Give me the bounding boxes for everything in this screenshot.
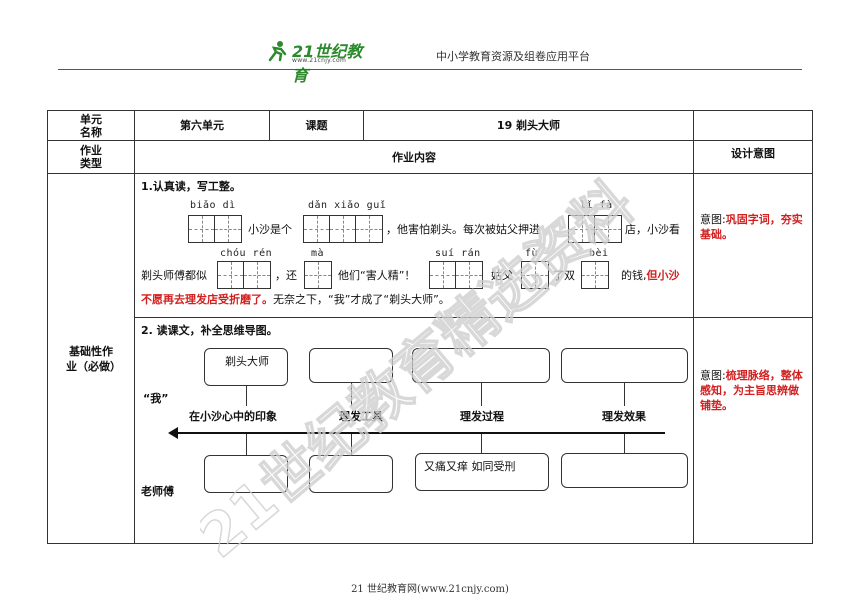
axis-label-tools: 理发工具 (339, 410, 383, 423)
type-label: 作业类型 (47, 140, 135, 174)
q1-intent: 意图:巩固字词，夯实基础。 (700, 213, 803, 241)
map-box-me-tools[interactable] (309, 348, 393, 383)
connector (481, 383, 482, 406)
pinyin-bei: bèi (589, 248, 609, 259)
connector (481, 434, 482, 455)
q1-text-7: 姑父 (491, 269, 513, 282)
axis-label-impression: 在小沙心中的印象 (189, 410, 277, 423)
tian-box-chouren[interactable] (217, 261, 271, 289)
q1-intent-cell: 意图:巩固字词，夯实基础。 (693, 173, 813, 318)
runner-logo-icon (268, 41, 287, 62)
connector (246, 386, 247, 406)
pinyin-biaodi: biǎo dì (190, 200, 236, 211)
lesson-value: 19 剃头大师 (363, 110, 694, 141)
pinyin-danxiaogui: dǎn xiǎo guǐ (308, 200, 387, 211)
q1-text-8: 了双 (553, 269, 575, 282)
connector (246, 434, 247, 455)
unit-value: 第六单元 (134, 110, 270, 141)
q2-cell: 2. 读课文，补全思维导图。 “我” 老师傅 剃头大师 在小沙心中的印象 理发工… (134, 317, 694, 544)
map-box-me-process[interactable] (412, 348, 550, 383)
row-label-master: 老师傅 (141, 485, 174, 498)
arrow-axis (175, 432, 665, 434)
q1-text-1: 小沙是个 (248, 223, 292, 236)
map-box-me-impression[interactable]: 剃头大师 (204, 348, 288, 386)
q2-intent-cell: 意图:梳理脉络，整体感知，为主旨思辨做铺垫。 (693, 317, 813, 544)
axis-label-process: 理发过程 (460, 410, 504, 423)
map-box-master-process[interactable]: 又痛又痒 如同受刑 (415, 453, 549, 491)
tian-box-fu[interactable] (521, 261, 549, 289)
page-footer: 21 世纪教育网(www.21cnjy.com) (351, 584, 509, 595)
q2-title: 2. 读课文，补全思维导图。 (141, 324, 278, 337)
connector (351, 383, 352, 406)
tian-box-danxiaogui[interactable] (303, 215, 383, 243)
connector (624, 383, 625, 406)
pinyin-chouren: chóu rén (220, 248, 273, 259)
intent-label: 设计意图 (693, 140, 813, 174)
q1-title: 1.认真读，写工整。 (141, 180, 241, 193)
pinyin-ma: mà (311, 248, 325, 259)
tian-box-ma[interactable] (304, 261, 332, 289)
pinyin-suiran: suí rán (435, 248, 481, 259)
tian-box-suiran[interactable] (429, 261, 483, 289)
pinyin-fu: fù (525, 248, 539, 259)
empty-cell (693, 110, 813, 141)
category-label: 基础性作业（必做） (47, 173, 135, 544)
map-box-master-result[interactable] (561, 453, 688, 488)
content-label: 作业内容 (134, 140, 694, 174)
q1-cell: 1.认真读，写工整。 biǎo dì dǎn xiǎo guǐ lǐ fà 小沙… (134, 173, 694, 318)
connector (351, 434, 352, 455)
tian-box-lifa[interactable] (568, 215, 622, 243)
axis-label-result: 理发效果 (602, 410, 646, 423)
map-box-master-impression[interactable] (204, 455, 288, 493)
q1-text-10: 不愿再去理发店受折磨了。无奈之下，“我”才成了“剃头大师”。 (141, 293, 450, 306)
tian-box-bei[interactable] (581, 261, 609, 289)
pinyin-lifa: lǐ fà (580, 200, 613, 211)
map-box-me-result[interactable] (561, 348, 688, 383)
site-title: 中小学教育资源及组卷应用平台 (436, 50, 590, 63)
map-box-master-tools[interactable] (309, 455, 393, 493)
arrow-left-icon (168, 427, 178, 439)
site-logo: 21世纪教育 www.21cnjy.com (266, 38, 376, 85)
lesson-label: 课题 (269, 110, 364, 141)
header-divider (58, 69, 802, 70)
connector (624, 434, 625, 455)
homework-table: 单元名称 第六单元 课题 19 剃头大师 作业类型 作业内容 设计意图 基础性作… (47, 110, 813, 544)
q1-text-9: 的钱,但小沙 (621, 269, 680, 282)
q1-text-5: ，还 (275, 269, 297, 282)
logo-text: 21世纪教育 (292, 42, 363, 85)
q2-intent: 意图:梳理脉络，整体感知，为主旨思辨做铺垫。 (700, 369, 803, 412)
unit-label: 单元名称 (47, 110, 135, 141)
q1-text-6: 他们“害人精”！ (338, 269, 416, 282)
row-label-me: “我” (143, 392, 169, 405)
q1-text-3: 店，小沙看 (625, 223, 680, 236)
q1-text-2: ，他害怕剃头。每次被姑父押进 (386, 223, 540, 236)
tian-box-biaodi[interactable] (188, 215, 242, 243)
q1-text-4: 剃头师傅都似 (141, 269, 207, 282)
logo-url: www.21cnjy.com (292, 57, 347, 64)
